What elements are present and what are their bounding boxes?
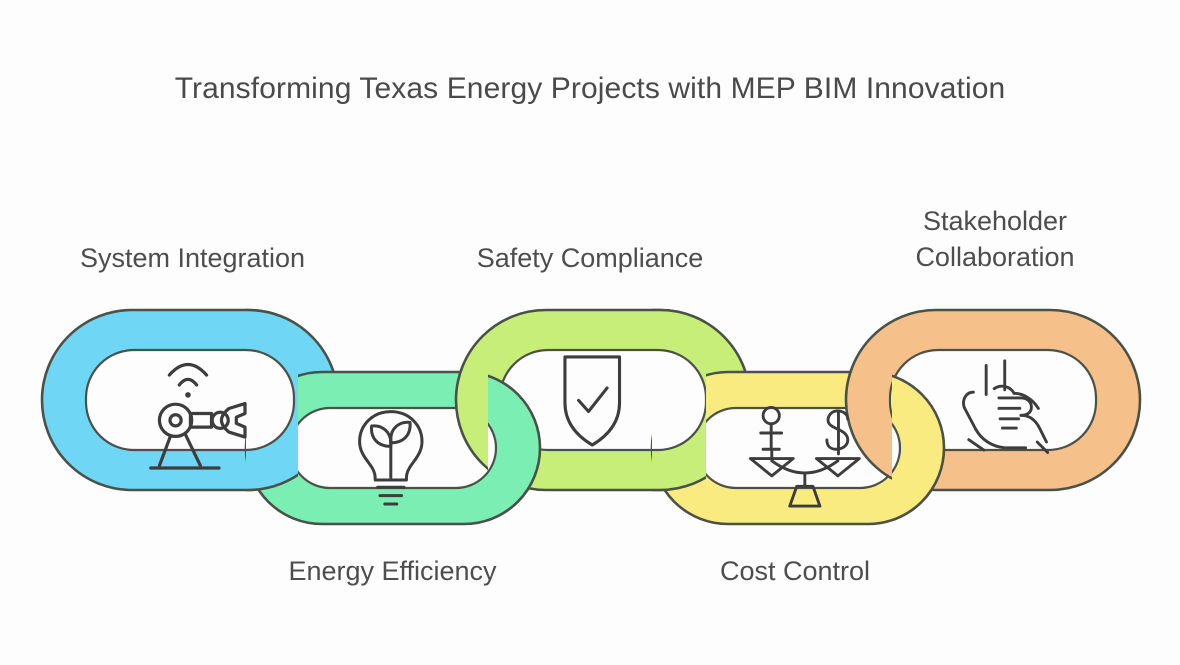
lightbulb-leaf-icon bbox=[358, 410, 424, 506]
chain-link-stakeholder-collaboration[interactable] bbox=[844, 308, 1142, 492]
link-label-energy-efficiency: Energy Efficiency bbox=[288, 556, 497, 586]
weave-green-over-lime bbox=[488, 374, 542, 522]
link-label-cost-control: Cost Control bbox=[719, 556, 871, 586]
weave-lime-over-yellow bbox=[652, 308, 706, 492]
link-label-safety-compliance: Safety Compliance bbox=[476, 243, 704, 273]
link-label-system-integration: System Integration bbox=[79, 243, 306, 273]
shield-check-icon bbox=[563, 355, 622, 447]
page-title: Transforming Texas Energy Projects with … bbox=[174, 72, 1006, 105]
link-label-stakeholder-collaboration: Stakeholder Collaboration bbox=[915, 206, 1075, 272]
weave-blue-over-green bbox=[246, 308, 298, 492]
robot-arm-icon bbox=[149, 362, 247, 470]
balance-scale-icon bbox=[748, 406, 861, 508]
weave-yellow-over-orange bbox=[892, 374, 946, 522]
handshake-icon bbox=[962, 359, 1050, 454]
